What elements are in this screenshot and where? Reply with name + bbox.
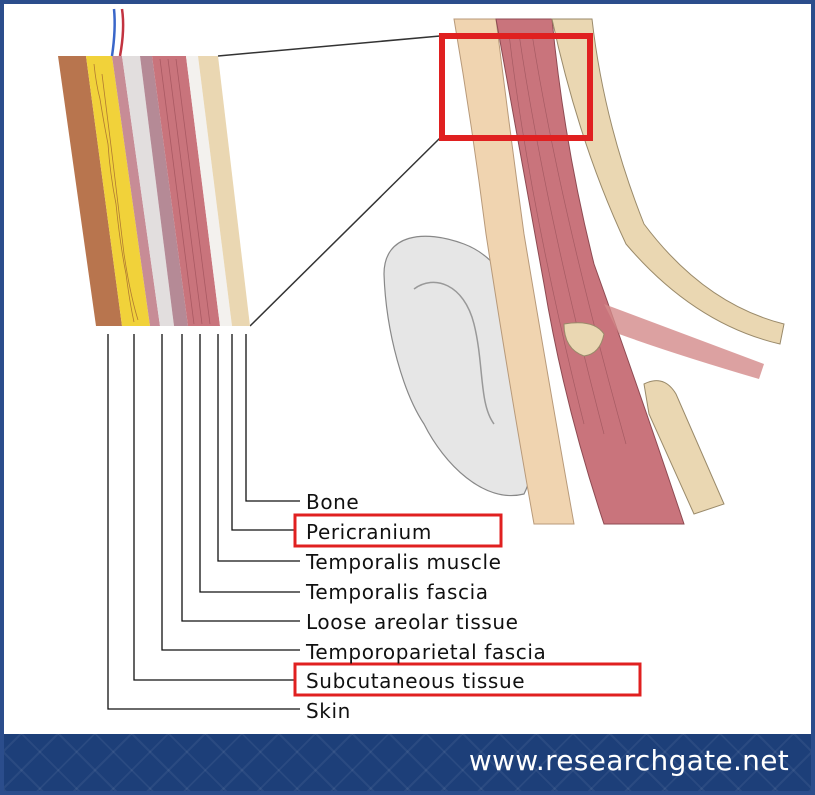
- bone-layer: [198, 56, 250, 326]
- label-bone: Bone: [306, 490, 359, 514]
- artery-icon: [118, 8, 125, 57]
- layer-cross-section: [58, 56, 250, 326]
- label-skin: Skin: [306, 699, 351, 723]
- zoom-connector-bottom: [249, 137, 441, 327]
- label-pericranium: Pericranium: [306, 520, 432, 544]
- vein-icon: [110, 8, 116, 57]
- label-temporalis-fascia: Temporalis fascia: [305, 580, 489, 604]
- leader-loose-areolar: [181, 334, 300, 622]
- label-temporalis-muscle: Temporalis muscle: [305, 550, 502, 574]
- pericranium-layer: [186, 56, 232, 326]
- figure-frame: Bone Pericranium Temporalis muscle Tempo…: [4, 4, 811, 791]
- skin-layer: [58, 56, 122, 326]
- areolar-layer: [122, 56, 174, 326]
- scalp-layers-diagram: Bone Pericranium Temporalis muscle Tempo…: [58, 8, 785, 723]
- subcutaneous-highlight-box: [293, 662, 642, 697]
- temporalis-fascia-layer: [140, 56, 188, 326]
- bone-band: [551, 18, 785, 345]
- leader-bone: [245, 334, 300, 502]
- muscle-band: [495, 18, 685, 525]
- fat-band: [453, 18, 575, 525]
- leader-temporalis-muscle: [217, 334, 300, 562]
- temporal-region-illustration: [383, 18, 785, 525]
- leader-temporalis-fascia: [199, 334, 300, 593]
- label-subcutaneous-tissue: Subcutaneous tissue: [306, 669, 525, 693]
- temporalis-muscle-layer: [152, 56, 220, 326]
- source-url: www.researchgate.net: [468, 744, 789, 777]
- leader-subcutaneous: [133, 334, 294, 681]
- leader-skin: [107, 334, 300, 710]
- zoom-connector-top: [217, 35, 441, 57]
- label-loose-areolar-tissue: Loose areolar tissue: [306, 610, 519, 634]
- zoom-highlight-box: [439, 33, 593, 141]
- temporoparietal-fascia-layer: [112, 56, 160, 326]
- pericranium-highlight-box: [293, 513, 503, 548]
- leader-lines: [107, 334, 300, 710]
- zygomatic-bone: [643, 380, 725, 515]
- leader-pericranium: [231, 334, 294, 531]
- leader-temporoparietal: [161, 334, 300, 651]
- footer-banner: www.researchgate.net: [4, 734, 811, 791]
- subcutaneous-layer: [86, 56, 150, 326]
- label-temporoparietal-fascia: Temporoparietal fascia: [305, 640, 546, 664]
